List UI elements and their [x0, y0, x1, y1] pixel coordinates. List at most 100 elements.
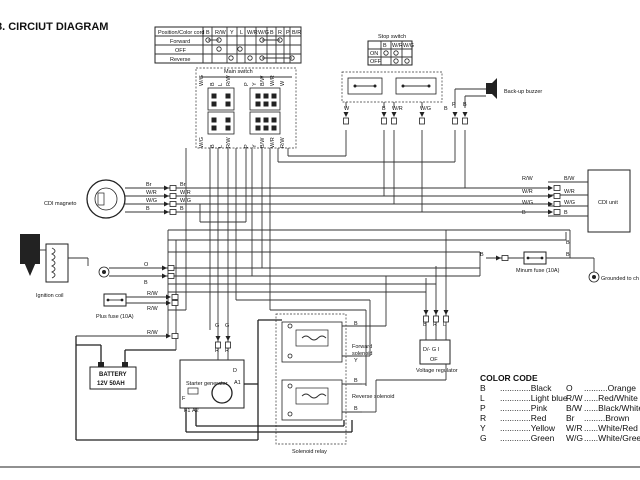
main-switch-col: W/G: [258, 30, 269, 36]
cdi-magneto-label: CDI magneto: [44, 201, 76, 207]
stop-switch-row-off: OFF: [370, 59, 382, 65]
battery-label-1: BATTERY: [99, 372, 127, 378]
color-code-key: Y: [480, 423, 486, 433]
stop-switch-wire-label: W/R: [392, 106, 403, 112]
color-code-name: ......Black/White: [584, 403, 640, 413]
relay-wire-label: Y: [354, 358, 358, 364]
stop-switch-wire-label: W: [344, 106, 350, 112]
color-code-name: .............Black: [500, 383, 552, 393]
color-code-key: G: [480, 433, 487, 443]
main-switch-bottom-label: R/W: [280, 137, 286, 149]
cdi-unit: CDI unit R/WW/RW/GBB/WW/RW/GB: [522, 169, 631, 233]
ignition-coil: Ignition coil O B: [20, 234, 152, 299]
main-switch-col: R: [278, 30, 282, 36]
main-switch-col: P: [286, 30, 290, 36]
forward-solenoid-label-1: Forward: [352, 344, 372, 350]
main-switch-row-reverse: Reverse: [170, 57, 190, 63]
color-code-key: R: [480, 413, 486, 423]
main-switch-bottom-label: B/W: [260, 137, 266, 148]
color-code-name: ......White/Green: [584, 433, 640, 443]
color-code-name: ......White/Red: [584, 423, 638, 433]
starter-term: A1: [234, 380, 241, 386]
stop-switch-col: W/G: [403, 43, 414, 49]
main-switch-col: Y: [230, 30, 234, 36]
fuse-wire-label: R/W: [147, 291, 159, 297]
main-switch-col: L: [240, 30, 243, 36]
relay-wire-label: B: [354, 406, 358, 412]
main-switch-top-label: B/W: [260, 75, 266, 86]
solenoid-relay-label: Solenoid relay: [292, 449, 327, 455]
voltage-regulator-label: Voltage regulator: [416, 368, 458, 374]
main-switch-top-label: B: [210, 82, 216, 86]
magneto-wire-label: B: [146, 206, 150, 212]
cdi-wire-label: W/G: [564, 200, 575, 206]
cdi-unit-label: CDI unit: [598, 200, 618, 206]
main-switch-top-label: Y: [252, 82, 258, 86]
cdi-wire-label: B/W: [564, 176, 575, 182]
color-code-key: W/G: [566, 433, 583, 443]
fuse-wire-label: R/W: [147, 330, 159, 336]
fuse-wire-label: B: [566, 252, 570, 258]
fuse-wire-label: B: [566, 240, 570, 246]
color-code-title: COLOR CODE: [480, 373, 538, 383]
main-switch-bottom-label: R/W: [226, 137, 232, 149]
magneto-wire-label: B: [180, 206, 184, 212]
main-switch-col: W/R: [247, 30, 258, 36]
regulator-terms: D/- G I: [423, 347, 440, 353]
magneto-wire-label: Br: [146, 182, 152, 188]
buzzer-label: Back-up buzzer: [504, 89, 542, 95]
main-switch-bottom-label: Y: [252, 144, 258, 148]
main-switch-top-label: W/G: [199, 75, 205, 86]
color-code-key: P: [480, 403, 486, 413]
regulator-wire-label: B: [423, 322, 427, 328]
starter-term: F1: [184, 408, 190, 414]
grounded-label: Grounded to ch: [601, 276, 639, 282]
relay-wire-label: B: [354, 321, 358, 327]
color-code-name: ..........Orange: [584, 383, 636, 393]
starter-wire-label: R: [215, 348, 219, 354]
main-switch-col: B/R: [292, 30, 301, 36]
main-switch-bottom-label: L: [218, 145, 224, 148]
starter-wire-label: G: [225, 323, 229, 329]
fuse-wire-label: B: [480, 252, 484, 258]
main-switch-top-label: W: [280, 80, 286, 86]
color-code-key: O: [566, 383, 573, 393]
relay-wire-label: B: [354, 378, 358, 384]
cdi-wire-label: R/W: [522, 176, 534, 182]
main-switch-row-forward: Forward: [170, 39, 190, 45]
minum-fuse-label: Minum fuse (10A): [516, 268, 560, 274]
color-code-key: R/W: [566, 393, 583, 403]
starter-wire-label: G: [215, 323, 219, 329]
main-switch-row-off: OFF: [175, 48, 187, 54]
cdi-wire-label: W/G: [522, 200, 533, 206]
main-switch-label: Main switch: [224, 69, 253, 75]
main-switch-header-label: Position/Color cord: [158, 30, 204, 36]
regulator-of: OF: [430, 357, 438, 363]
starter-wire-label: R: [225, 348, 229, 354]
main-switch-bottom-label: W/R: [270, 137, 276, 148]
main-switch-table: Position/Color cord Forward OFF Reverse …: [154, 26, 302, 64]
main-switch-bottom-label: B: [210, 144, 216, 148]
color-code-key: L: [480, 393, 485, 403]
starter-term: D: [233, 368, 237, 374]
main-switch-col: B: [206, 30, 210, 36]
magneto-wire-label: Br: [180, 182, 186, 188]
main-switch-col: R/W: [215, 30, 227, 36]
cdi-wire-label: W/R: [522, 189, 533, 195]
regulator-wire-label: R: [433, 322, 437, 328]
stop-switch-col: B: [383, 43, 387, 49]
color-code-key: B: [480, 383, 486, 393]
main-switch-top-label: L: [218, 83, 224, 86]
magneto-wire-label: W/R: [180, 190, 191, 196]
main-switch-bottom-label: P: [244, 144, 250, 148]
ignition-coil-label: Ignition coil: [36, 293, 64, 299]
starter-term: F: [182, 396, 186, 402]
ign-wire-label: O: [144, 262, 149, 268]
plus-fuse-label: Plus fuse (10A): [96, 314, 134, 320]
ign-wire-label: B: [144, 280, 148, 286]
color-code-name: .............Pink: [500, 403, 548, 413]
color-code-name: .............Red: [500, 413, 547, 423]
